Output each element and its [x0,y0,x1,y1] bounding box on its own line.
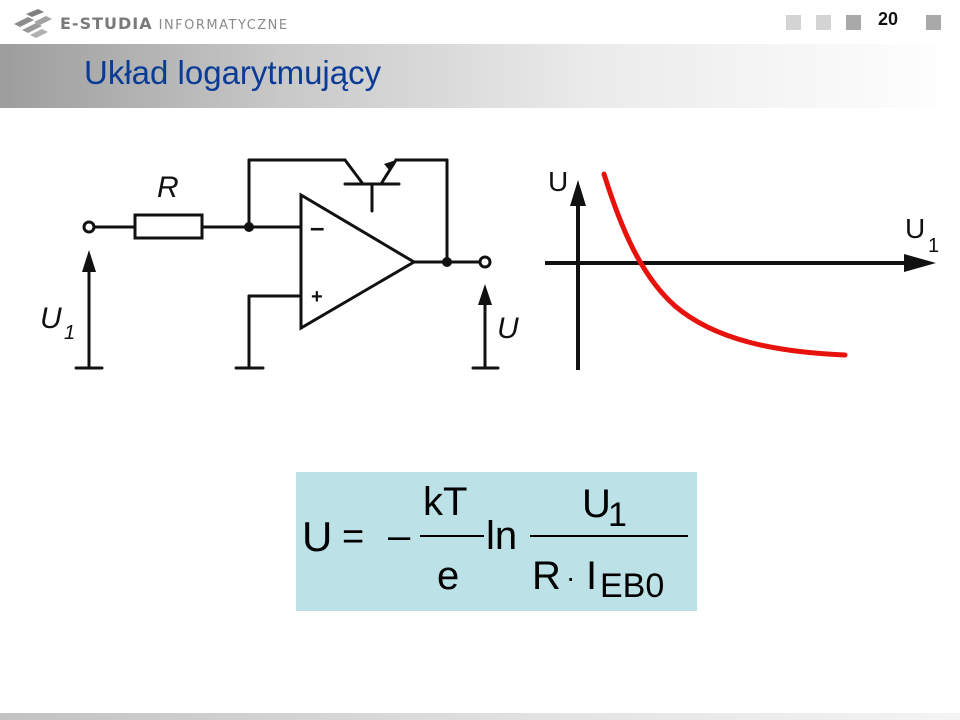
title-bar: Układ logarytmujący [0,44,960,108]
log-curve [601,171,848,358]
brand-sub: INFORMATYCZNE [158,17,289,33]
transfer-graph: U U 1 [545,166,939,370]
op-amp [299,192,417,331]
circuit-labels: R U 1 U – + [40,171,519,345]
formula-lhs: U [302,513,333,560]
y-axis-label: U [548,166,568,197]
nav-next-button[interactable] [846,15,861,30]
fraction-bar-1 [420,535,484,537]
x-axis-label: U [905,213,925,244]
footer-bar [0,713,960,720]
inverting-sign: – [310,212,324,242]
transistor-arrow [384,160,396,171]
output-terminal [478,255,492,269]
page-number: 20 [877,9,899,29]
noninverting-sign: + [311,286,323,308]
nav-last-button[interactable] [926,15,941,30]
logo: E-STUDIA INFORMATYCZNE [10,6,289,40]
nav-prev-button[interactable] [816,15,831,30]
formula-denominator: e [437,554,460,598]
brand-main: E-STUDIA [60,13,153,33]
formula-current-sub: EB0 [600,567,665,605]
x-axis-arrow [904,254,936,272]
slide-title: Układ logarytmujący [84,54,382,91]
formula-ln-numerator-sub: 1 [608,496,627,534]
circuit-diagram [74,158,500,370]
x-axis-label-sub: 1 [928,235,939,257]
formula-ln: ln [486,514,518,558]
brand-name: E-STUDIA INFORMATYCZNE [60,14,289,33]
resistor-label: R [157,171,179,204]
resistor [133,213,204,240]
formula-box: U = – kT e ln U 1 R · I EB0 [296,472,697,611]
formula-minus: – [388,514,411,558]
formula-ln-numerator: U [582,482,611,526]
formula-resistance: R [532,554,561,598]
formula-current: I [586,554,598,598]
fraction-bar-2 [530,535,688,537]
formula-equals: = [342,516,365,558]
y-axis-arrow [570,180,586,206]
input-voltage-arrow [82,250,96,272]
output-voltage-label: U [497,312,519,345]
formula-dot: · [566,562,576,593]
logo-mark-icon [14,9,52,38]
output-voltage-arrow [478,284,492,305]
input-voltage-sub: 1 [64,322,75,344]
input-voltage-label: U [40,302,62,335]
formula-numerator: kT [423,480,468,524]
output-node [442,257,452,267]
nav-first-button[interactable] [786,15,801,30]
